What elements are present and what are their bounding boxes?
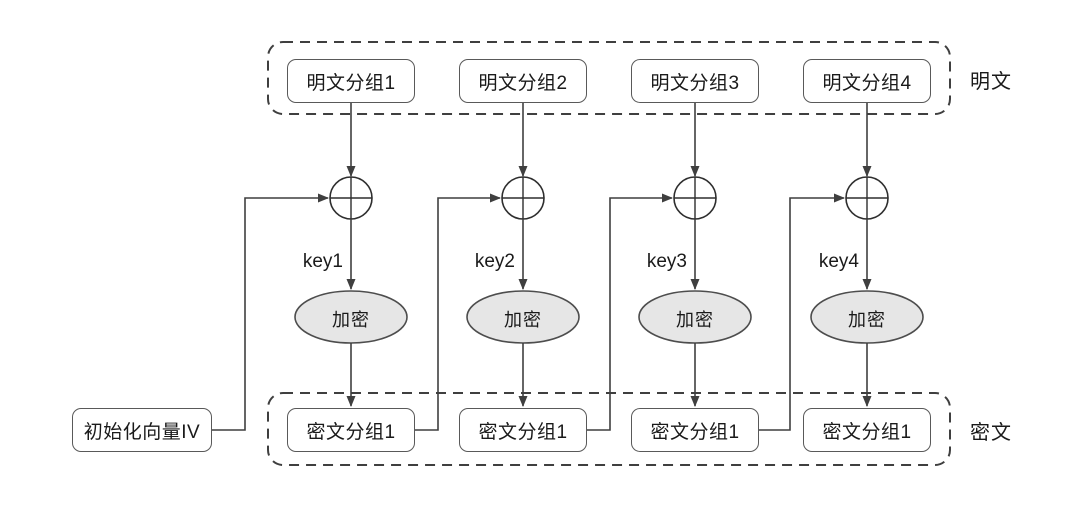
key-label-4: key4: [818, 251, 859, 272]
ciphertext-group-frame: [267, 392, 951, 466]
encrypt-label-1: 加密: [332, 310, 370, 330]
xor4-cross-icon: [846, 177, 888, 219]
initialization-vector-box: 初始化向量IV: [72, 408, 212, 452]
plaintext-block-1: 明文分组1: [287, 59, 415, 103]
encrypt-label-4: 加密: [848, 310, 886, 330]
plaintext-block-3: 明文分组3: [631, 59, 759, 103]
plaintext-block-2: 明文分组2: [459, 59, 587, 103]
connector-iv-to-xor1: [212, 193, 329, 431]
connector-ciphertext3-to-xor4: [759, 193, 845, 431]
ciphertext-block-2: 密文分组1: [459, 408, 587, 452]
key-label-2: key2: [474, 251, 515, 272]
connector-ciphertext2-to-xor3: [587, 193, 673, 431]
key-label-1: key1: [302, 251, 343, 272]
xor2-cross-icon: [502, 177, 544, 219]
ciphertext-block-4: 密文分组1: [803, 408, 931, 452]
ciphertext-block-3: 密文分组1: [631, 408, 759, 452]
connector-ciphertext1-to-xor2: [415, 193, 501, 431]
key-label-3: key3: [646, 251, 687, 272]
xor1-cross-icon: [330, 177, 372, 219]
ciphertext-block-1: 密文分组1: [287, 408, 415, 452]
plaintext-group-frame: [267, 41, 951, 115]
encrypt-label-2: 加密: [504, 310, 542, 330]
ciphertext-group-label: 密文: [970, 422, 1012, 444]
xor3-cross-icon: [674, 177, 716, 219]
plaintext-group-label: 明文: [970, 71, 1012, 93]
plaintext-block-4: 明文分组4: [803, 59, 931, 103]
encrypt-label-3: 加密: [676, 310, 714, 330]
